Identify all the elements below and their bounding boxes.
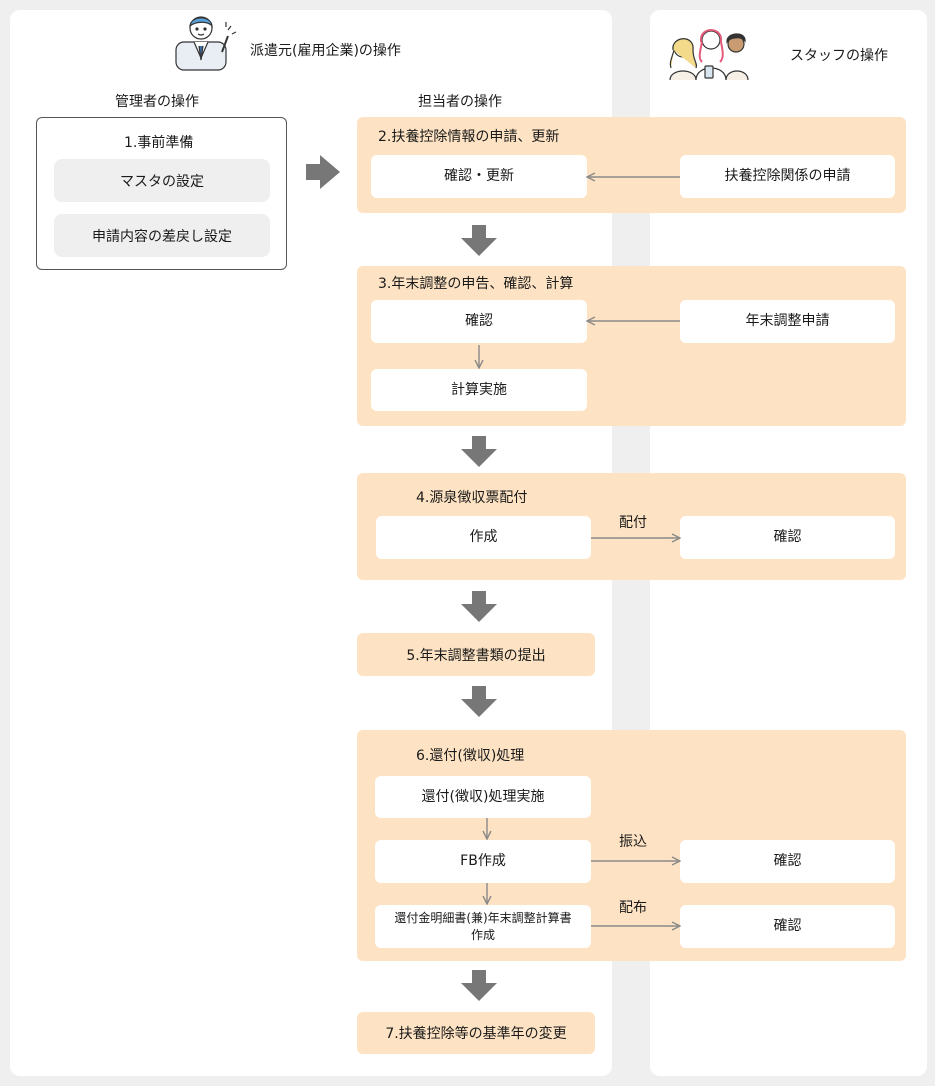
preparation-title: 1.事前準備 bbox=[124, 135, 194, 151]
staff-confirm-box-transfer[interactable]: 確認 bbox=[680, 840, 895, 883]
year-end-application-box[interactable]: 年末調整申請 bbox=[680, 300, 895, 343]
transfer-label: 振込 bbox=[619, 834, 647, 850]
admin-header: 管理者の操作 bbox=[115, 94, 199, 110]
stage-7-base-year-change: 7.扶養控除等の基準年の変更 bbox=[357, 1012, 595, 1054]
stage-5-document-submission: 5.年末調整書類の提出 bbox=[357, 633, 595, 676]
staff-confirm-box-stage4[interactable]: 確認 bbox=[680, 516, 895, 559]
distribute-label: 配付 bbox=[619, 515, 647, 531]
refund-processing-box[interactable]: 還付(徴収)処理実施 bbox=[375, 776, 591, 818]
create-box[interactable]: 作成 bbox=[376, 516, 591, 559]
person-in-charge-header: 担当者の操作 bbox=[418, 94, 502, 110]
confirm-update-box[interactable]: 確認・更新 bbox=[371, 155, 587, 198]
distribution-label: 配布 bbox=[619, 900, 647, 916]
stage-2-title: 2.扶養控除情報の申請、更新 bbox=[378, 129, 560, 145]
stage-4-title: 4.源泉徴収票配付 bbox=[416, 490, 528, 506]
calculation-box[interactable]: 計算実施 bbox=[371, 369, 587, 411]
refund-statement-line1: 還付金明細書(兼)年末調整計算書 bbox=[394, 911, 572, 926]
master-settings-item[interactable]: マスタの設定 bbox=[54, 159, 270, 202]
staff-confirm-box-distribute[interactable]: 確認 bbox=[680, 905, 895, 948]
stage-6-title: 6.還付(徴収)処理 bbox=[416, 748, 525, 764]
staff-header: スタッフの操作 bbox=[790, 48, 888, 64]
stage-3-title: 3.年末調整の申告、確認、計算 bbox=[378, 276, 574, 292]
dispatch-company-header: 派遣元(雇用企業)の操作 bbox=[250, 43, 401, 59]
fb-create-box[interactable]: FB作成 bbox=[375, 840, 591, 883]
confirm-box[interactable]: 確認 bbox=[371, 300, 587, 343]
dependent-application-box[interactable]: 扶養控除関係の申請 bbox=[680, 155, 895, 198]
return-settings-item[interactable]: 申請内容の差戻し設定 bbox=[54, 214, 270, 257]
refund-statement-line2: 作成 bbox=[470, 927, 495, 942]
refund-statement-box[interactable]: 還付金明細書(兼)年末調整計算書 作成 bbox=[375, 905, 591, 948]
